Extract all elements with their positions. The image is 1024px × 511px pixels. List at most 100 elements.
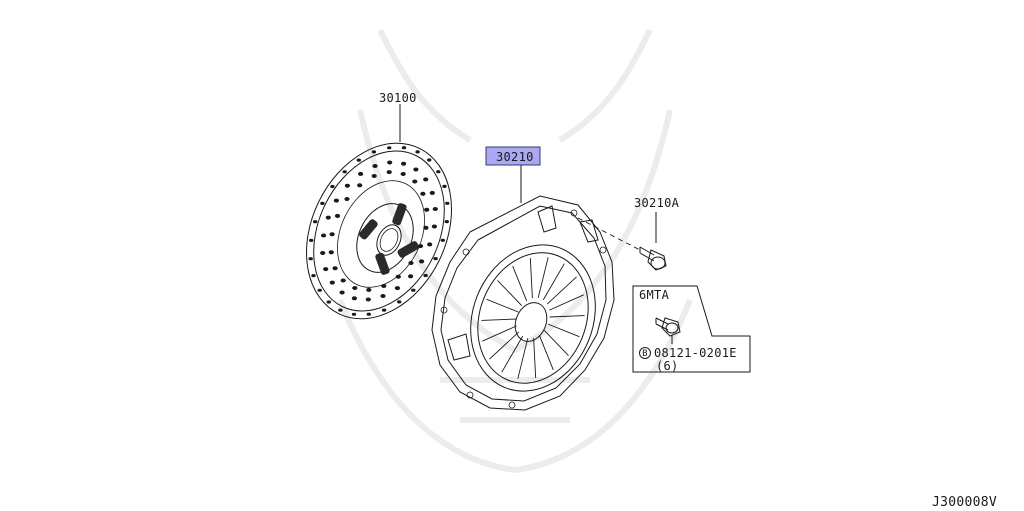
facing-rivet: [344, 183, 350, 188]
facing-rivet: [371, 174, 377, 178]
facing-rivet: [366, 287, 372, 292]
facing-rivet: [332, 266, 338, 271]
part-number-disc: 30100: [379, 91, 417, 105]
diaphragm-finger: [512, 265, 528, 302]
facing-rivet: [415, 150, 420, 154]
facing-rivet: [329, 232, 335, 237]
bolt-quantity: (6): [656, 359, 679, 373]
facing-rivet: [330, 184, 335, 189]
diaphragm-finger: [529, 257, 533, 299]
facing-rivet: [308, 257, 313, 261]
facing-rivet: [380, 294, 386, 298]
diaphragm-finger: [542, 263, 565, 301]
facing-rivet: [317, 288, 322, 292]
part-number-bolt: 30210A: [634, 196, 680, 210]
facing-rivet: [400, 172, 406, 176]
facing-rivet: [423, 177, 429, 182]
diaphragm-finger: [546, 276, 577, 305]
diaphragm-finger: [517, 338, 529, 379]
diaphragm-finger: [533, 337, 537, 379]
facing-rivet: [395, 274, 401, 279]
facing-rivet: [344, 197, 350, 201]
facing-rivet: [440, 238, 445, 242]
facing-rivet: [323, 267, 329, 272]
facing-rivet: [334, 213, 341, 218]
facing-rivet: [387, 160, 393, 165]
facing-rivet: [311, 274, 316, 278]
diaphragm-finger: [501, 335, 524, 373]
facing-rivet: [419, 259, 425, 264]
facing-rivet: [313, 220, 318, 224]
facing-rivet: [442, 184, 447, 188]
inset-title: 6MTA: [639, 288, 670, 302]
callout-30100: 30100: [379, 91, 417, 142]
facing-rivet: [309, 238, 314, 242]
clutch-cover-drawing: [431, 195, 615, 411]
diaphragm-finger: [486, 298, 519, 313]
facing-rivet: [423, 273, 428, 278]
facing-rivet: [366, 312, 371, 316]
facing-rivet: [408, 274, 414, 279]
inset-6mta: 6MTA B 08121-0201E (6): [632, 285, 751, 373]
facing-rivet: [427, 242, 433, 247]
facing-rivet: [338, 308, 343, 312]
diaphragm-finger: [549, 315, 585, 318]
diaphragm-finger: [497, 280, 523, 307]
facing-rivet: [401, 146, 407, 150]
facing-rivet: [357, 183, 363, 188]
diaphragm-finger: [549, 294, 584, 311]
facing-rivet: [386, 170, 392, 175]
diaphragm-finger: [481, 318, 517, 321]
facing-rivet: [445, 201, 450, 205]
callout-30210: 30210: [485, 146, 541, 203]
facing-rivet: [427, 158, 432, 162]
facing-rivet: [325, 215, 331, 220]
facing-rivet: [432, 207, 438, 211]
facing-rivet: [352, 286, 358, 290]
part-number-highlight: [485, 146, 541, 166]
facing-rivet: [321, 233, 327, 238]
facing-rivet: [424, 207, 430, 212]
facing-rivet: [333, 198, 339, 203]
diaphragm-finger: [482, 325, 517, 342]
facing-rivet: [342, 170, 347, 174]
bolt-part-number: 08121-0201E: [654, 346, 737, 360]
facing-rivet: [436, 170, 441, 174]
facing-rivet: [381, 308, 387, 312]
diagram-code: J300008V: [932, 495, 997, 510]
facing-rivet: [329, 280, 335, 285]
facing-rivet: [397, 300, 402, 304]
callout-30210A: 30210A: [634, 196, 680, 243]
diaphragm-finger: [489, 331, 520, 360]
diaphragm-finger: [537, 257, 549, 298]
facing-rivet: [444, 220, 449, 224]
facing-rivet: [387, 146, 392, 150]
facing-rivet: [420, 191, 426, 196]
facing-rivet: [340, 278, 346, 283]
facing-rivet: [371, 150, 377, 154]
facing-rivet: [356, 158, 361, 162]
bolt-badge-circle: [639, 347, 651, 359]
clutch-disc-drawing: [306, 142, 452, 320]
part-number-cover: 30210: [496, 150, 534, 164]
bolt-badge-letter: B: [642, 349, 648, 359]
diaphragm-finger: [538, 334, 554, 371]
facing-rivet: [320, 251, 326, 255]
diaphragm-finger: [543, 329, 569, 356]
facing-rivet: [339, 290, 345, 295]
facing-rivet: [351, 296, 357, 301]
facing-rivet: [358, 171, 364, 176]
cover-bolt-drawing: [577, 217, 667, 271]
facing-rivet: [365, 297, 371, 302]
facing-rivet: [328, 250, 334, 255]
facing-rivet: [351, 312, 357, 316]
diaphragm-finger: [547, 323, 580, 338]
facing-rivet: [326, 300, 331, 304]
facing-rivet: [411, 288, 416, 292]
facing-rivet: [433, 257, 438, 261]
facing-rivet: [431, 224, 437, 229]
facing-rivet: [401, 161, 407, 166]
facing-rivet: [394, 286, 400, 291]
